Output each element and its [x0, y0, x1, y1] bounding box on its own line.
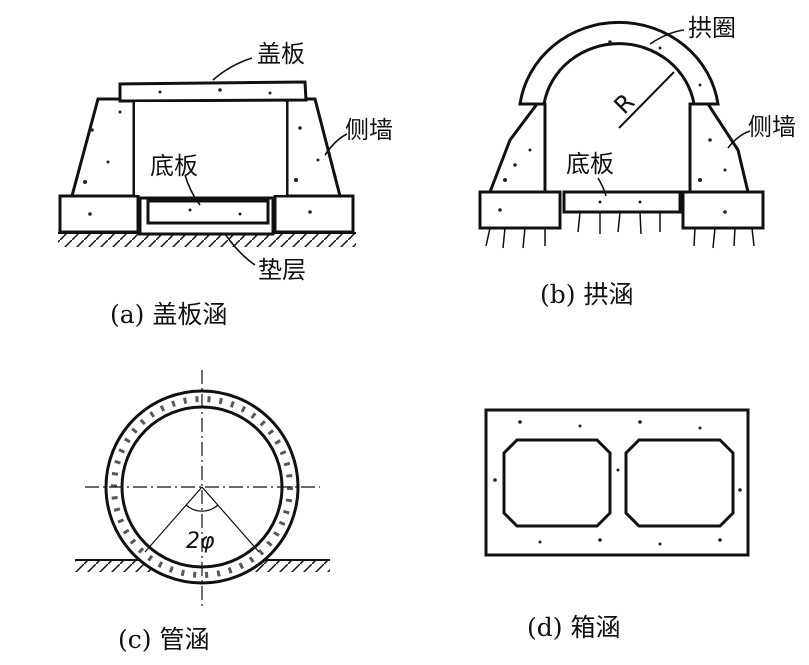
left-side-wall: [70, 97, 136, 198]
cover-slab-label: 盖板: [257, 40, 305, 68]
side-wall-label: 侧墙: [345, 116, 393, 144]
ground-hatch: [58, 233, 356, 247]
caption-c: (c) 管涵: [118, 625, 209, 654]
angle-label: 2φ: [186, 529, 215, 554]
bottom-slab: [146, 199, 270, 225]
left-footing: [478, 190, 562, 230]
left-footing: [58, 194, 140, 234]
arch-ring: [518, 20, 720, 106]
right-footing: [681, 190, 765, 230]
bottom-slab-label: 底板: [566, 150, 614, 178]
pipe-culvert-figure: 2φ (c) 管涵: [75, 370, 330, 654]
right-cell: [624, 438, 735, 528]
bottom-slab: [562, 190, 682, 214]
caption-b: (b) 拱涵: [540, 280, 633, 309]
arch-culvert-figure: 拱圈 R 侧墙 底板 (b) 拱涵: [478, 14, 796, 309]
left-cell: [502, 438, 612, 528]
bottom-slab-label: 底板: [150, 152, 198, 180]
caption-a: (a) 盖板涵: [110, 300, 227, 329]
right-footing: [273, 194, 355, 234]
cover-slab: [118, 80, 308, 103]
side-wall-label: 侧墙: [748, 113, 796, 141]
slab-culvert-figure: 盖板 侧墙 底板 垫层 (a) 盖板涵: [58, 40, 393, 329]
caption-d: (d) 箱涵: [527, 613, 620, 642]
cushion-label: 垫层: [258, 256, 306, 284]
left-side-wall: [487, 102, 547, 194]
radius-label: R: [609, 88, 641, 120]
arch-ring-label: 拱圈: [688, 14, 736, 42]
box-culvert-figure: (d) 箱涵: [484, 408, 750, 642]
